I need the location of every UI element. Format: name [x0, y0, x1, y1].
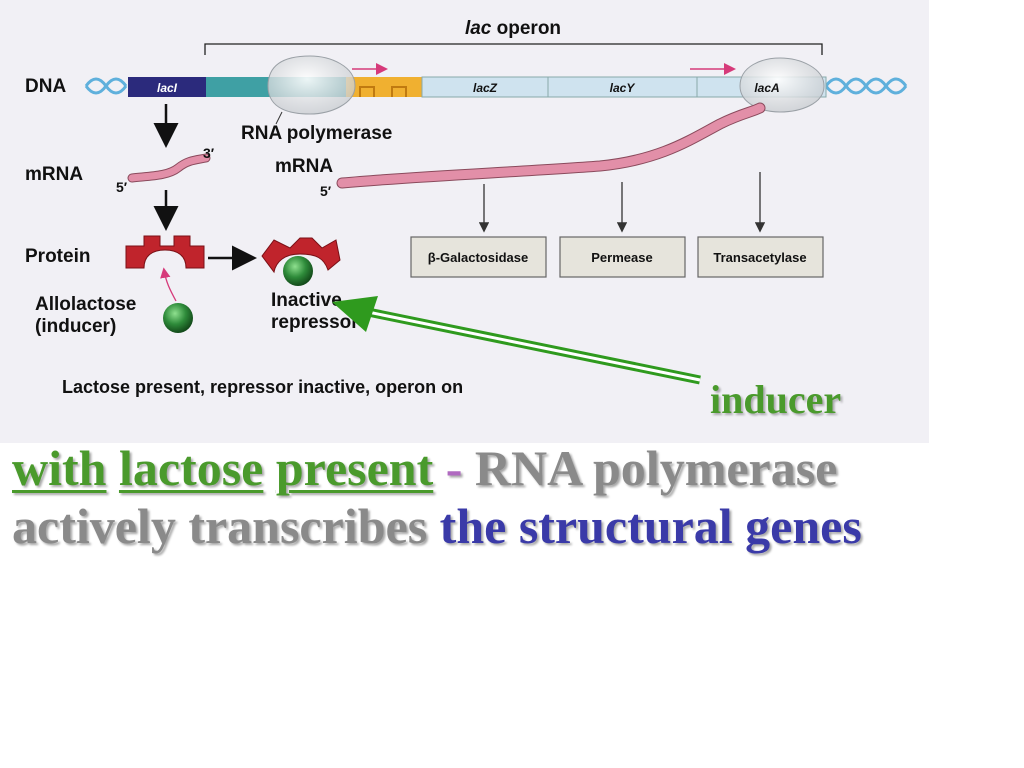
inducer-binding-arrow [160, 267, 177, 302]
caption-dash: - [445, 440, 463, 496]
lac-operon-diagram: lac operon DNA lacI lacZ lacY [25, 18, 908, 397]
inducer-annotation-label: inducer [710, 377, 842, 422]
operator-region [346, 77, 422, 97]
figure-caption: Lactose present, repressor inactive, ope… [62, 377, 463, 397]
operon-bracket [204, 43, 823, 55]
dna-label: DNA [25, 76, 66, 97]
permease-box [559, 236, 686, 278]
transacetylase-box [697, 236, 824, 278]
inactive-label: Inactive [271, 290, 342, 311]
rna-polymerase-laca [739, 57, 825, 113]
operator-notch [359, 86, 407, 97]
caption-gray-text: RNA polymerase actively transcribes [12, 440, 838, 554]
transacetylase-label: Transacetylase [713, 250, 806, 265]
galactosidase-box [410, 236, 547, 278]
laci-gene-box [128, 77, 206, 97]
caption-blue-text: the structural genes [439, 497, 862, 554]
operon-mrna [337, 103, 765, 188]
laci-mrna [128, 154, 210, 182]
galactosidase-label: β-Galactosidase [428, 250, 528, 265]
structural-genes-bar [421, 76, 827, 98]
permease-label: Permease [591, 250, 652, 265]
laci-mrna-5prime: 5′ [116, 179, 128, 195]
dna-helix-left [84, 77, 128, 95]
mrna-label-mid: mRNA [275, 156, 333, 177]
slide-caption: with lactose present - RNA polymerase ac… [12, 440, 1012, 555]
laci-mrna-3prime: 3′ [203, 145, 215, 161]
allolactose-label: Allolactose [35, 294, 136, 315]
rna-polymerase-label: RNA polymerase [241, 123, 392, 144]
rna-polymerase-promoter [267, 55, 356, 115]
repressor-label: repressor [271, 312, 359, 333]
inducer-paren-label: (inducer) [35, 316, 116, 337]
laca-label: lacA [754, 81, 779, 95]
inactive-repressor-protein [261, 237, 341, 274]
lacy-label: lacY [610, 81, 636, 95]
bound-inducer [283, 256, 313, 286]
caption-word-with: with [12, 440, 107, 496]
mrna-label-left: mRNA [25, 164, 83, 185]
laci-label: lacI [157, 81, 178, 95]
caption-word-present: present [275, 440, 434, 496]
dna-helix-right [824, 77, 908, 95]
allolactose-molecule [163, 303, 193, 333]
operon-title: lac operon [465, 18, 561, 39]
repressor-protein [125, 235, 205, 269]
protein-label: Protein [25, 246, 90, 267]
caption-word-lactose: lactose [118, 440, 264, 496]
lacz-label: lacZ [473, 81, 498, 95]
operon-mrna-5prime: 5′ [320, 183, 332, 199]
